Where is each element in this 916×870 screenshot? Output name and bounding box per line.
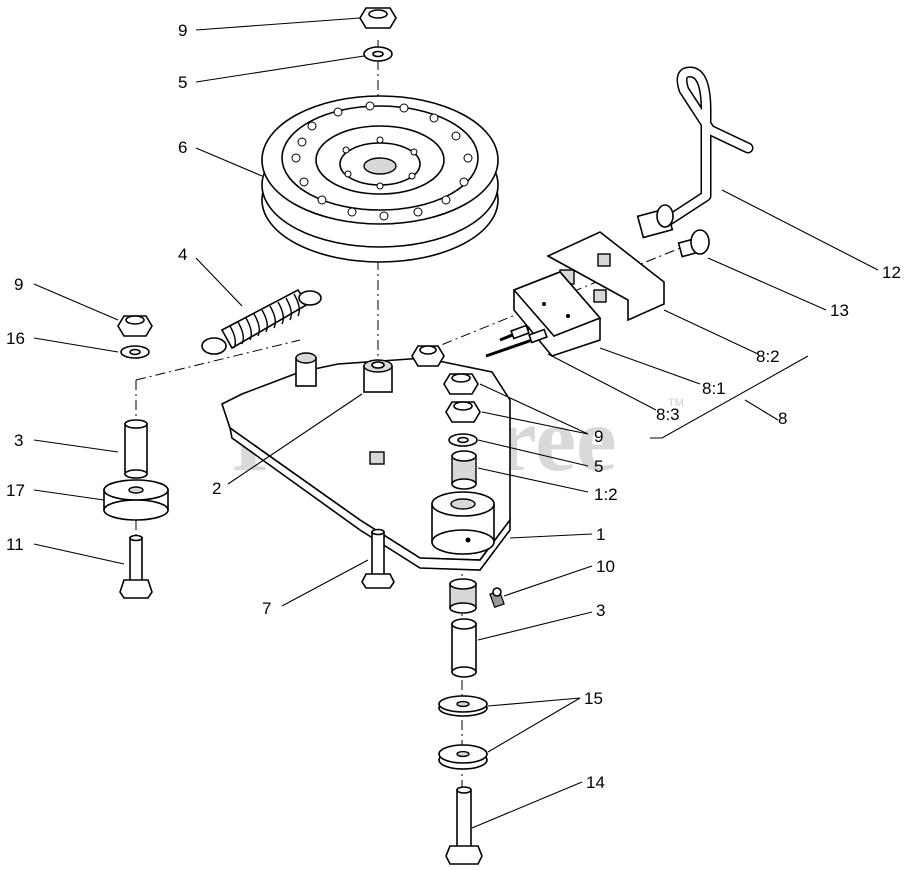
bolt-13 (677, 229, 710, 258)
callout-9-left: 9 (14, 275, 23, 294)
callout-7: 7 (262, 599, 271, 618)
callout-14: 14 (586, 773, 605, 792)
lower-bushing (449, 578, 477, 614)
bracket-8-2 (546, 231, 665, 322)
callout-8: 8 (778, 409, 787, 428)
callout-3-right: 3 (596, 601, 605, 620)
callout-8-1: 8:1 (702, 379, 726, 398)
callout-9-top: 9 (178, 21, 187, 40)
callout-12: 12 (882, 263, 901, 282)
washer-15-upper (438, 695, 488, 717)
callout-9-right: 9 (594, 427, 603, 446)
handle-rod-12 (636, 66, 754, 239)
left-nut (117, 315, 153, 337)
grease-fitting (489, 587, 505, 609)
left-large-washer-17 (103, 479, 169, 521)
callout-6: 6 (178, 138, 187, 157)
callout-2: 2 (212, 479, 221, 498)
plate-stud (295, 352, 317, 387)
bolt-14 (445, 786, 483, 865)
extension-spring (201, 288, 322, 355)
top-washer (363, 46, 393, 62)
callout-8-3: 8:3 (656, 405, 680, 424)
right-nut-upper (443, 373, 479, 395)
callout-5-top: 5 (178, 73, 187, 92)
left-washer-16 (120, 345, 150, 359)
callout-17: 17 (6, 481, 25, 500)
right-washer-5 (448, 433, 478, 447)
watermark-trademark: TM (668, 397, 684, 409)
callout-5-right: 5 (594, 457, 603, 476)
callout-1-2: 1:2 (594, 485, 618, 504)
spring-axis-line (135, 339, 301, 381)
pivot-hub (431, 491, 495, 555)
top-nut (359, 7, 397, 29)
callout-15: 15 (584, 689, 603, 708)
callout-1: 1 (596, 525, 605, 544)
hub-bushing-1-2 (451, 450, 477, 490)
callout-8-2: 8:2 (756, 347, 780, 366)
callout-3-left: 3 (14, 431, 23, 450)
pins-8-3 (485, 324, 548, 358)
bolt-7 (361, 528, 395, 589)
left-spacer (124, 419, 148, 479)
callout-10: 10 (596, 557, 615, 576)
right-nut-lower (445, 401, 481, 423)
callout-11: 11 (6, 535, 24, 554)
bracket-nut (411, 345, 445, 367)
pulley-bushing (363, 359, 393, 393)
leader-lines (33, 17, 879, 829)
washer-15-lower (438, 744, 488, 770)
callout-13: 13 (830, 301, 849, 320)
callout-16: 16 (6, 329, 25, 348)
left-bolt (119, 534, 153, 599)
idler-pulley (261, 95, 499, 263)
right-spacer-3 (451, 618, 477, 678)
callout-4: 4 (178, 245, 187, 264)
